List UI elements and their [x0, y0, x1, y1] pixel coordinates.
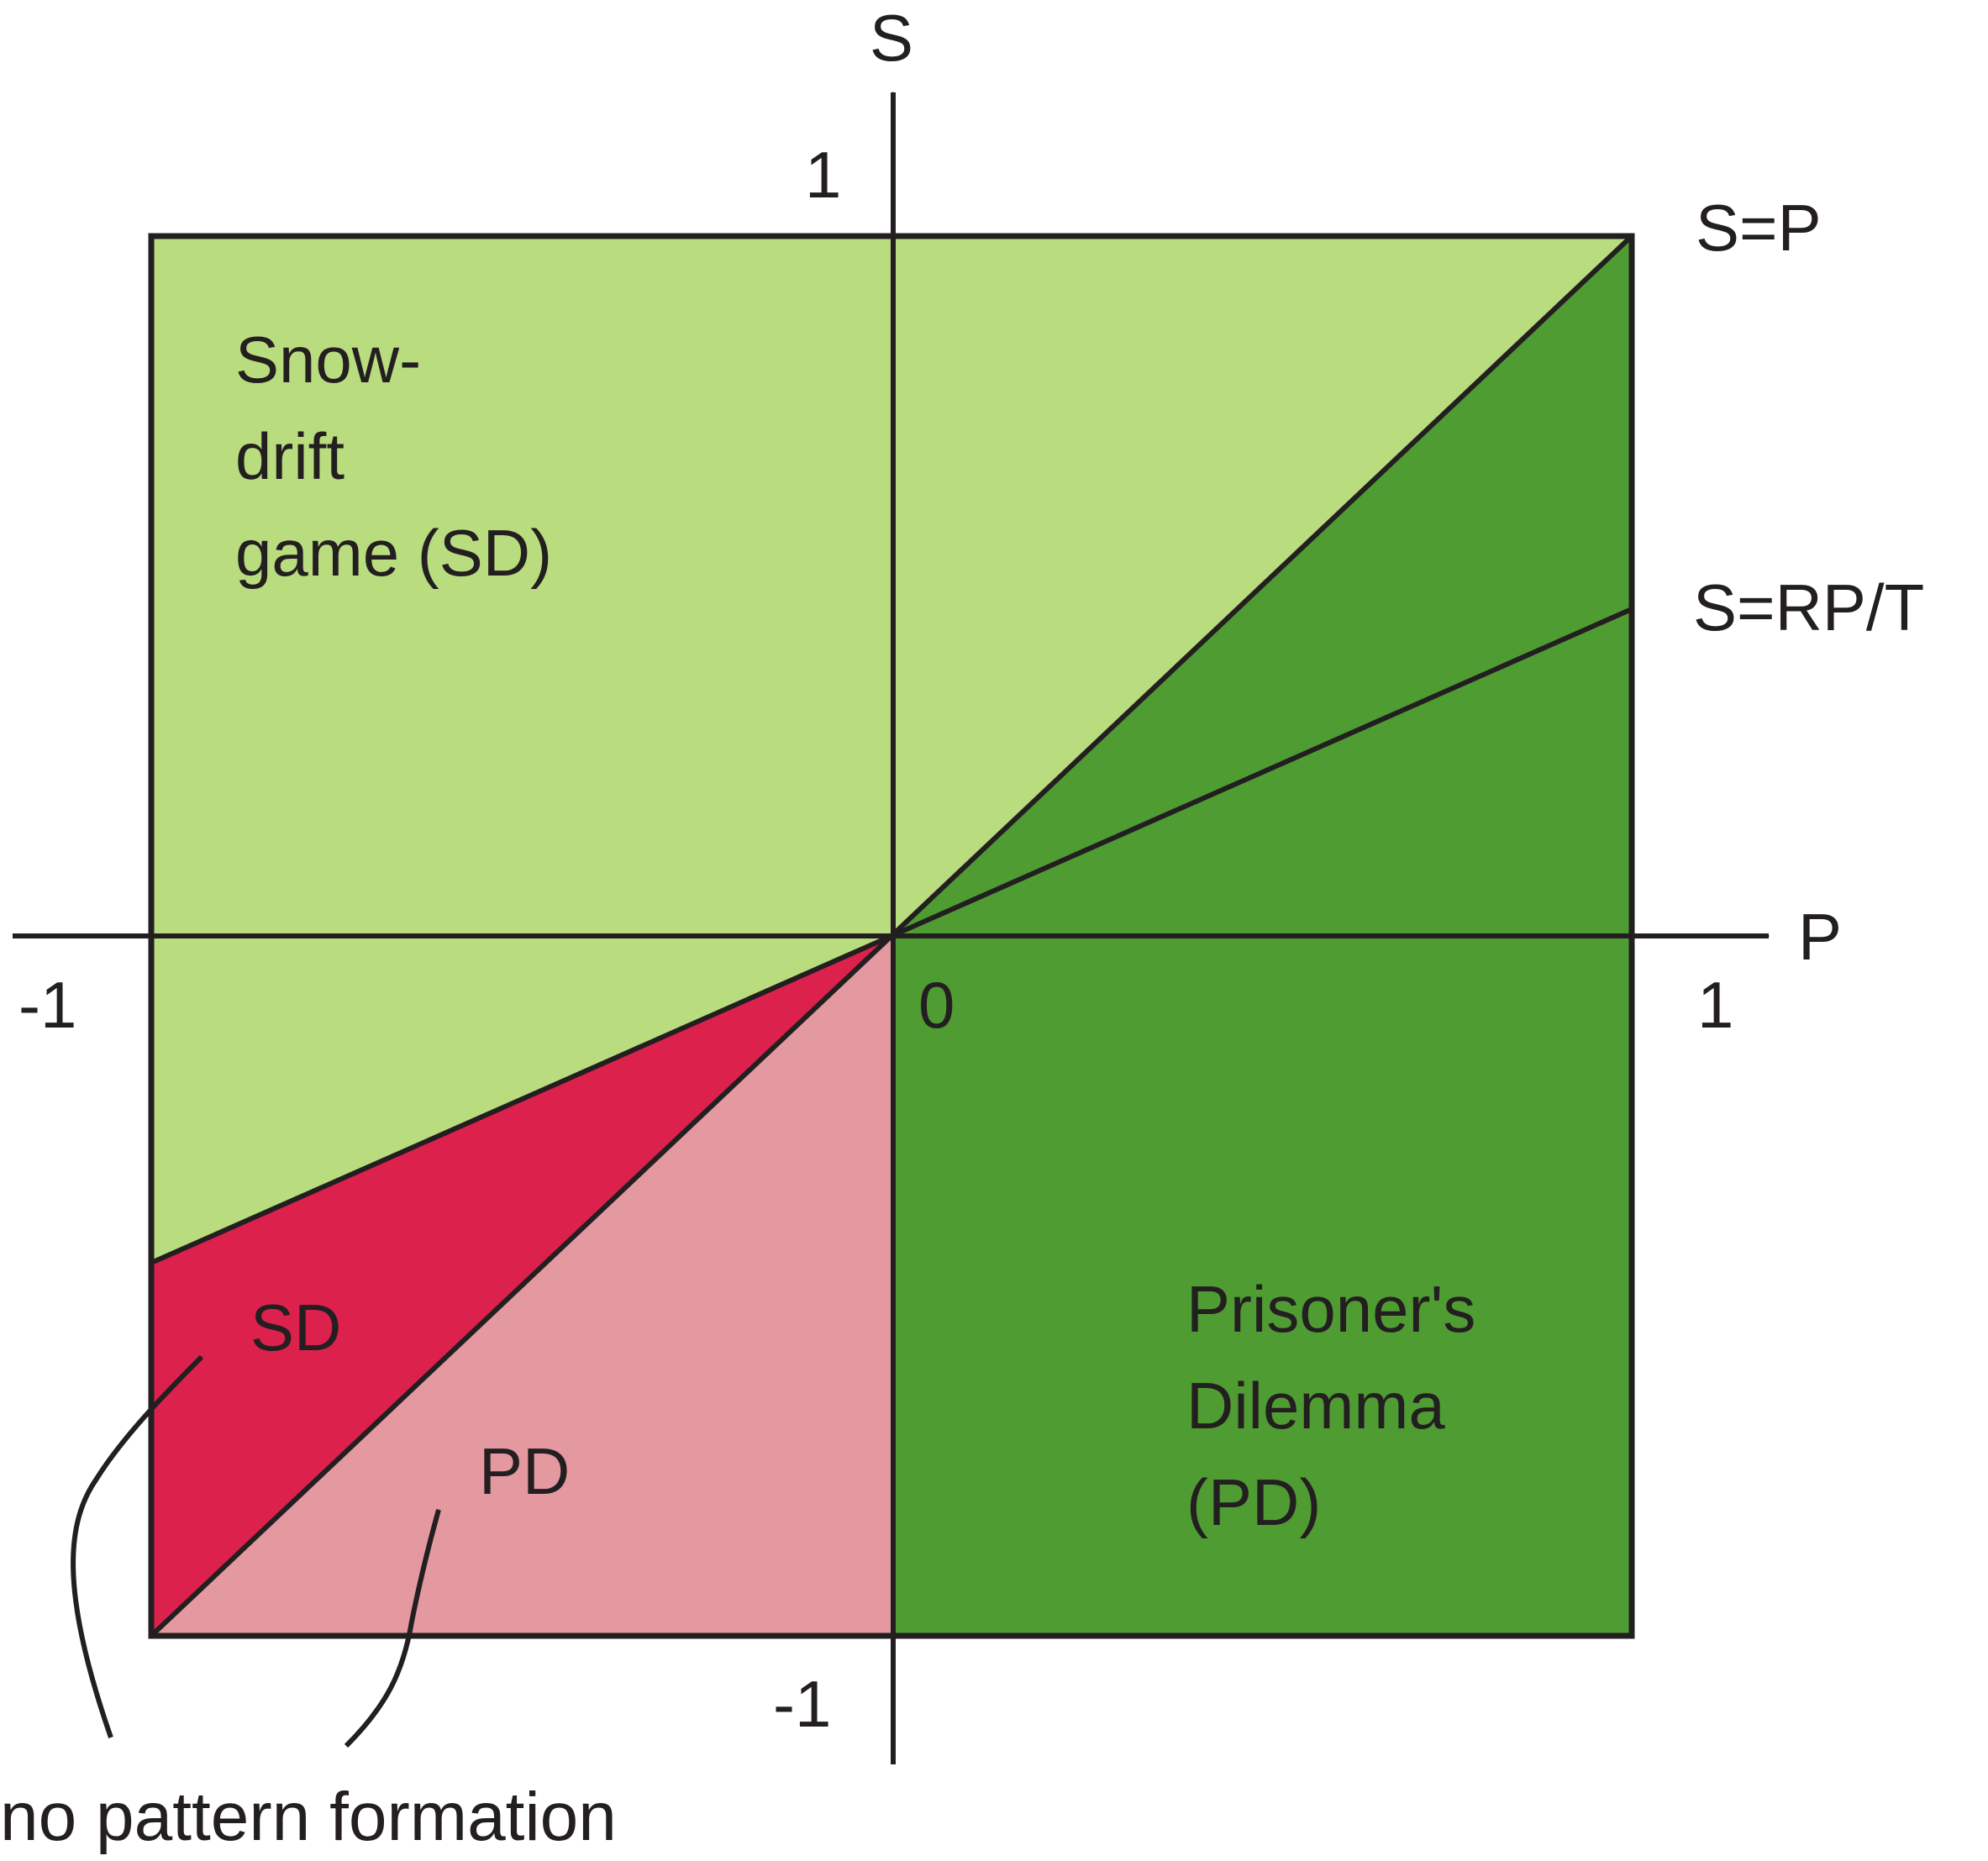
snowdrift-label-line-3: game (SD) [235, 516, 552, 590]
prisoners-dilemma-label: Prisoner's Dilemma (PD) [1186, 1272, 1494, 1539]
label-s-equals-rp-over-t: S=RP/T [1693, 570, 1924, 644]
pd-label-line-3: (PD) [1186, 1465, 1321, 1539]
snowdrift-label: Snow- drift game (SD) [235, 323, 552, 590]
label-s-equals-p: S=P [1696, 191, 1822, 265]
arrow-to-pd-region [344, 1508, 441, 1748]
x-tick-max: 1 [1697, 968, 1733, 1042]
pd-no-pattern-label: PD [479, 1434, 570, 1508]
x-tick-min: -1 [18, 968, 76, 1042]
pd-label-line-1: Prisoner's [1186, 1272, 1475, 1346]
snowdrift-label-line-1: Snow- [235, 323, 421, 397]
y-axis-label: S [870, 1, 913, 75]
y-tick-max: 1 [805, 138, 841, 212]
x-axis-label: P [1798, 900, 1842, 974]
plot-frame [148, 233, 1635, 1639]
origin-tick: 0 [918, 968, 955, 1042]
y-tick-min: -1 [773, 1667, 831, 1741]
pd-label-line-2: Dilemma [1186, 1369, 1445, 1443]
snowdrift-label-line-2: drift [235, 419, 344, 493]
sd-no-pattern-label: SD [250, 1291, 341, 1364]
no-pattern-formation-label: no pattern formation [0, 1779, 617, 1855]
arrow-to-sd-region [71, 1354, 204, 1738]
